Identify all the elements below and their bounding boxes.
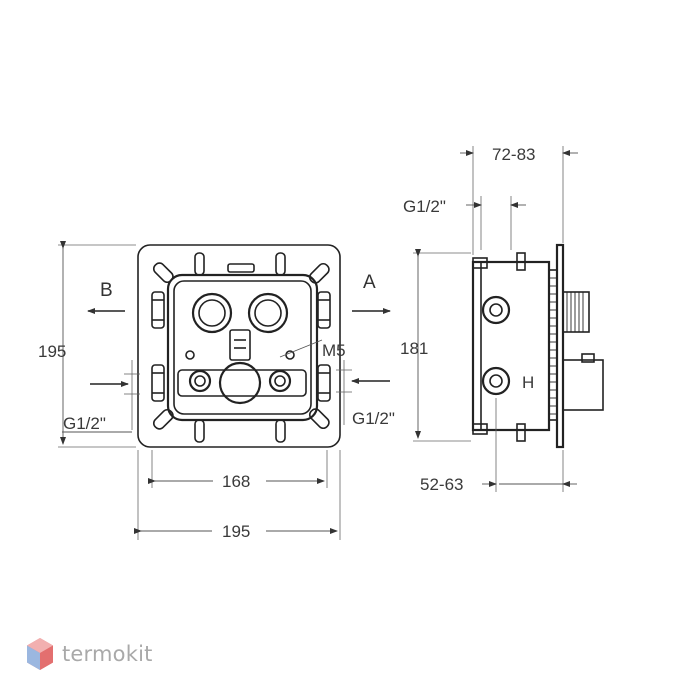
depth-min-dim: 52-63 [420,475,463,494]
side-marking: H [522,373,534,392]
brand-watermark: termokit [26,634,153,674]
thread-right-dim: G1/2" [352,409,395,428]
side-plate [555,243,565,449]
outlet-ports [191,292,289,334]
hexagon-cube-logo-icon [27,638,53,670]
side-height-dim: 181 [400,339,428,358]
thread-lines [549,277,557,415]
outer-width-dim: 195 [222,522,250,541]
side-port-bottom [481,366,511,396]
label-a: A [363,272,376,293]
thread-left-dim: G1/2" [63,414,106,433]
screw-label: M5 [322,341,346,360]
side-body-outline [471,260,551,432]
side-ports [151,291,331,402]
front-height-dim: 195 [38,342,66,361]
inner-width-dim: 168 [222,472,250,491]
valve-block [177,329,307,405]
depth-range-dim: 72-83 [492,145,535,164]
front-view: B A 195 G1/2" G1/2" M5 168 195 [38,241,395,541]
side-thread-dim: G1/2" [403,197,446,216]
label-b: B [100,280,113,301]
side-view: H 72-83 G1/2" 181 52-63 [400,145,604,494]
brand-name: termokit [62,642,153,666]
mounting-lugs [152,252,330,443]
front-plate-outline [137,244,341,448]
side-port-top [481,295,511,325]
front-body-outline [166,273,319,422]
